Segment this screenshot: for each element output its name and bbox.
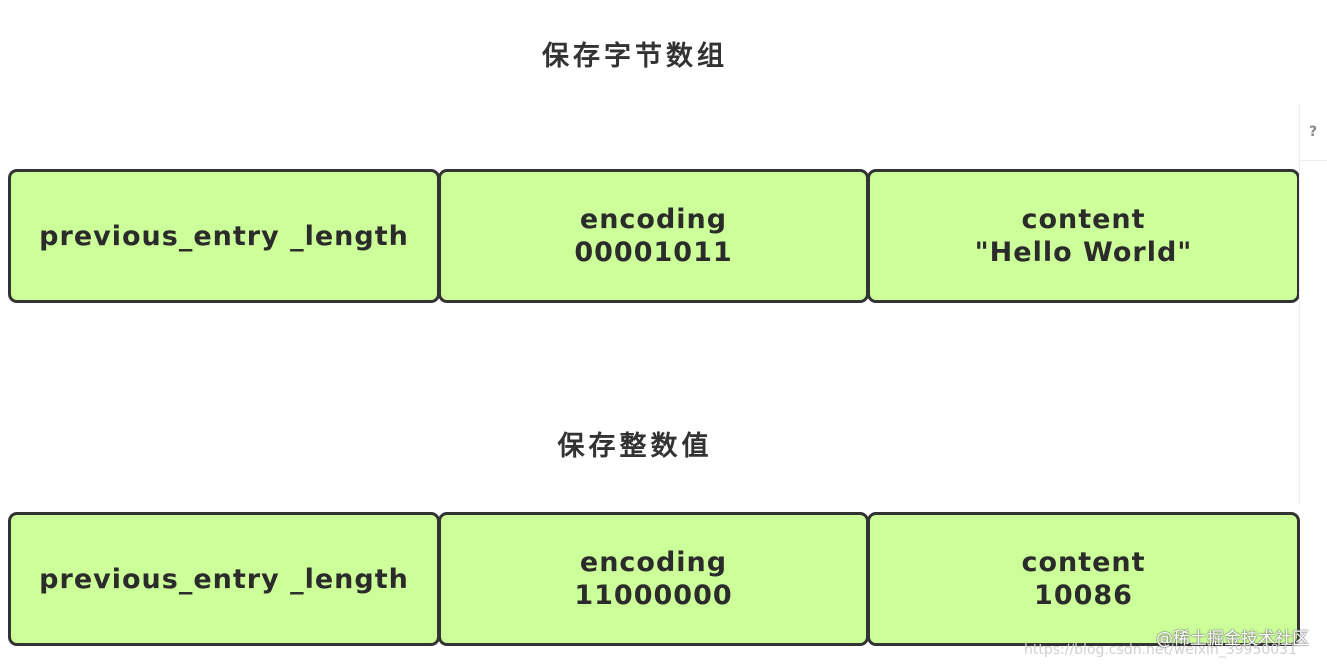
watermark-url: https://blog.csdn.net/weixin_39950031 [1023,642,1297,658]
field-encoding: encoding 00001011 [438,169,869,303]
field-label: previous_entry _length [39,563,409,595]
field-content: content "Hello World" [867,169,1300,303]
field-previous-entry-length: previous_entry _length [8,169,440,303]
field-content: content 10086 [867,512,1300,646]
section-title-integer: 保存整数值 [557,431,713,462]
field-label: encoding [579,547,728,578]
field-value: 10086 [1034,580,1133,611]
help-button[interactable]: ? [1299,104,1327,161]
field-label: encoding [579,204,728,235]
field-previous-entry-length: previous_entry _length [8,512,440,646]
field-value: "Hello World" [974,237,1193,268]
question-icon: ? [1308,124,1318,140]
ziplist-entry-integer: previous_entry _length encoding 11000000… [8,512,1300,650]
field-label: content [1021,547,1146,578]
side-panel [1299,104,1327,504]
field-encoding: encoding 11000000 [438,512,869,646]
field-value: 00001011 [574,237,733,268]
watermark: @稀土掘金技术社区 [1156,629,1309,649]
ziplist-entry-bytes: previous_entry _length encoding 00001011… [8,169,1300,307]
section-title-bytes: 保存字节数组 [542,41,728,72]
field-value: 11000000 [574,580,733,611]
field-label: content [1021,204,1146,235]
field-label: previous_entry _length [39,220,409,252]
